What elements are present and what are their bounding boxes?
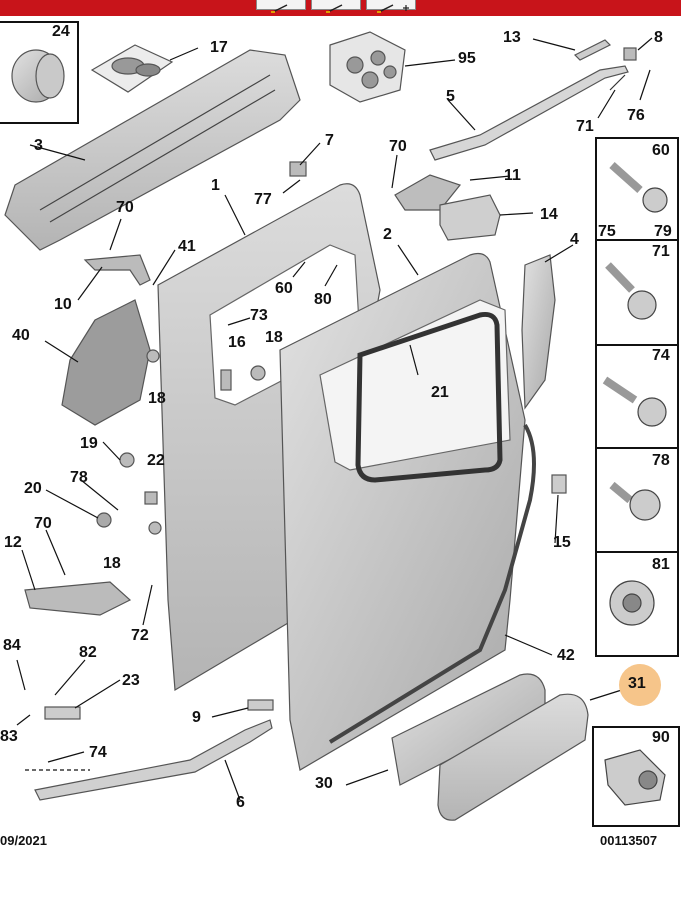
part-13: [573, 39, 612, 61]
box-label-74[interactable]: 74: [652, 347, 670, 364]
fasteners: [592, 137, 680, 827]
label-10[interactable]: 10: [54, 296, 72, 313]
part-95: [329, 31, 406, 103]
label-18-low[interactable]: 18: [103, 555, 121, 572]
diagram-date: 09/2021: [0, 833, 47, 848]
part-31-panel: [437, 693, 589, 821]
box-label-90[interactable]: 90: [652, 729, 670, 746]
label-4[interactable]: 4: [570, 231, 579, 248]
part-12: [24, 581, 132, 616]
label-80[interactable]: 80: [314, 291, 332, 308]
box-label-75[interactable]: 75: [598, 223, 616, 240]
label-74[interactable]: 74: [89, 744, 107, 761]
toolbar: [0, 0, 681, 16]
label-8[interactable]: 8: [654, 29, 663, 46]
label-6[interactable]: 6: [236, 794, 245, 811]
label-12[interactable]: 12: [4, 534, 22, 551]
part-23: [44, 706, 81, 720]
exploded-parts-diagram: [0, 21, 680, 827]
label-18-mid[interactable]: 18: [148, 390, 166, 407]
label-20[interactable]: 20: [24, 480, 42, 497]
label-82[interactable]: 82: [79, 644, 97, 661]
box-label-71[interactable]: 71: [652, 243, 670, 260]
label-24[interactable]: 24: [52, 23, 70, 40]
pencil-icon: [271, 4, 288, 13]
label-5[interactable]: 5: [446, 88, 455, 105]
label-30[interactable]: 30: [315, 775, 333, 792]
label-42[interactable]: 42: [557, 647, 575, 664]
label-41[interactable]: 41: [178, 238, 196, 255]
label-84[interactable]: 84: [3, 637, 21, 654]
pencil-icon: [326, 4, 343, 13]
diagram-reference: 00113507: [600, 833, 658, 848]
part-42-strip: [328, 423, 536, 744]
part-19-plug: [119, 452, 135, 468]
part-18-plug: [146, 349, 160, 363]
box-label-79[interactable]: 79: [654, 223, 672, 240]
label-23[interactable]: 23: [122, 672, 140, 689]
part-10: [83, 254, 151, 286]
label-3[interactable]: 3: [34, 137, 43, 154]
part-5-rail: [429, 65, 629, 161]
part-8: [623, 47, 637, 61]
label-11[interactable]: 11: [504, 167, 521, 184]
part-7: [289, 161, 307, 177]
part-40: [61, 299, 151, 426]
label-1[interactable]: 1: [211, 177, 220, 194]
part-9: [247, 699, 274, 711]
part-21-seal: [355, 312, 503, 483]
label-83[interactable]: 83: [0, 728, 18, 745]
label-76[interactable]: 76: [627, 107, 645, 124]
edit-add-tool-button[interactable]: [366, 0, 416, 13]
label-70-low[interactable]: 70: [34, 515, 52, 532]
label-16[interactable]: 16: [228, 334, 246, 351]
leader-lines: [16, 37, 653, 801]
box-label-78[interactable]: 78: [652, 452, 670, 469]
box-label-60[interactable]: 60: [652, 142, 670, 159]
label-14[interactable]: 14: [540, 206, 558, 223]
pencil-plus-icon: [377, 4, 409, 13]
highlight-circle: [619, 664, 661, 706]
label-70-left[interactable]: 70: [116, 199, 134, 216]
part-16: [220, 369, 232, 391]
label-71[interactable]: 71: [576, 118, 594, 135]
label-13[interactable]: 13: [503, 29, 521, 46]
label-78[interactable]: 78: [70, 469, 88, 486]
label-19[interactable]: 19: [80, 435, 98, 452]
label-95[interactable]: 95: [458, 50, 476, 67]
label-2[interactable]: 2: [383, 226, 392, 243]
part-11-hinge: [394, 174, 462, 211]
label-73[interactable]: 73: [250, 307, 268, 324]
part-22: [144, 491, 158, 505]
label-22[interactable]: 22: [147, 452, 165, 469]
part-4-trim: [521, 254, 556, 410]
label-18-top[interactable]: 18: [265, 329, 283, 346]
label-7[interactable]: 7: [325, 132, 334, 149]
box-label-81[interactable]: 81: [652, 556, 670, 573]
label-72[interactable]: 72: [131, 627, 149, 644]
part-20: [96, 512, 112, 528]
edit-tool-button[interactable]: [256, 0, 306, 13]
part-18-plug-3: [250, 365, 266, 381]
label-15[interactable]: 15: [553, 534, 571, 551]
label-21[interactable]: 21: [431, 384, 449, 401]
part-6-rail: [34, 719, 273, 801]
edit-tool-button-2[interactable]: [311, 0, 361, 13]
label-17[interactable]: 17: [210, 39, 228, 56]
label-60[interactable]: 60: [275, 280, 293, 297]
label-31[interactable]: 31: [628, 675, 646, 692]
label-9[interactable]: 9: [192, 709, 201, 726]
part-14: [439, 194, 501, 241]
label-70-top[interactable]: 70: [389, 138, 407, 155]
part-15: [551, 474, 567, 494]
label-77[interactable]: 77: [254, 191, 272, 208]
label-40[interactable]: 40: [12, 327, 30, 344]
part-18-plug-2: [148, 521, 162, 535]
